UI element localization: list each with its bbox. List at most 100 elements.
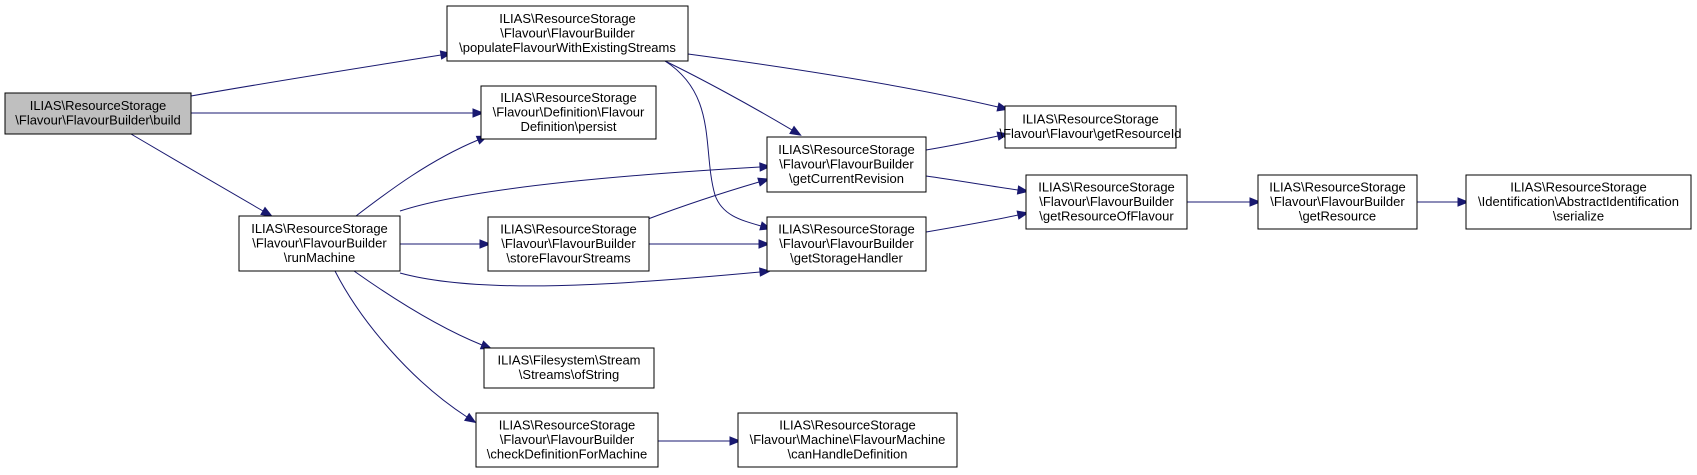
node-label-line: ILIAS\ResourceStorage <box>778 221 915 236</box>
node-box <box>480 85 657 140</box>
node-build[interactable]: ILIAS\ResourceStorage\Flavour\FlavourBui… <box>4 92 192 135</box>
node-label-line: ILIAS\ResourceStorage <box>778 142 915 157</box>
edge-getResourceOfFlavour-to-getResource <box>1186 197 1262 207</box>
node-checkDefinition[interactable]: ILIAS\ResourceStorage\Flavour\FlavourBui… <box>475 412 659 468</box>
edge-populate-to-getResourceId <box>687 53 1010 112</box>
node-box <box>766 136 927 193</box>
edge-runMachine-to-persist <box>355 135 489 217</box>
node-getResourceId[interactable]: ILIAS\ResourceStorage\Flavour\Flavour\ge… <box>999 105 1182 149</box>
arrowhead-icon <box>479 239 492 249</box>
node-label-line: ILIAS\ResourceStorage <box>499 417 636 432</box>
arrowhead-icon <box>757 177 770 187</box>
node-label-line: \Flavour\FlavourBuilder <box>1270 194 1405 209</box>
node-box <box>1257 174 1418 230</box>
node-label-line: \Flavour\FlavourBuilder\build <box>15 113 180 128</box>
node-label-line: \getCurrentRevision <box>789 171 904 186</box>
arrowhead-icon <box>729 436 742 446</box>
edge-build-to-populate <box>190 50 453 97</box>
node-getResourceOfFlavour[interactable]: ILIAS\ResourceStorage\Flavour\FlavourBui… <box>1025 174 1188 230</box>
edge-line <box>925 175 1019 191</box>
edge-line <box>334 270 468 418</box>
node-label-line: ILIAS\ResourceStorage <box>500 90 637 105</box>
node-getStorageHandler[interactable]: ILIAS\ResourceStorage\Flavour\FlavourBui… <box>766 216 927 272</box>
node-box <box>737 412 958 468</box>
node-label-line: \Flavour\FlavourBuilder <box>500 25 635 40</box>
node-box <box>766 216 927 272</box>
edge-getCurrentRevision-to-getResourceId <box>925 131 1010 151</box>
edge-line <box>355 139 479 217</box>
node-label-line: \Flavour\FlavourBuilder <box>1039 194 1174 209</box>
edge-line <box>925 214 1019 233</box>
node-label-line: Definition\persist <box>520 119 616 134</box>
node-label-line: \checkDefinitionForMachine <box>487 446 647 461</box>
node-label-line: ILIAS\ResourceStorage <box>499 11 636 26</box>
arrowhead-icon <box>1016 185 1030 195</box>
arrowhead-icon <box>759 162 772 172</box>
edge-line <box>190 54 442 97</box>
node-label-line: \Flavour\FlavourBuilder <box>779 156 914 171</box>
node-canHandle[interactable]: ILIAS\ResourceStorage\Flavour\Machine\Fl… <box>737 412 958 468</box>
edge-populate-to-getStorageHandler <box>664 60 772 231</box>
edge-build-to-persist <box>191 108 485 118</box>
node-getCurrentRevision[interactable]: ILIAS\ResourceStorage\Flavour\FlavourBui… <box>766 136 927 193</box>
edge-line <box>353 270 483 346</box>
arrowhead-icon <box>789 125 802 136</box>
node-label-line: \populateFlavourWithExistingStreams <box>459 40 676 55</box>
node-ofString[interactable]: ILIAS\Filesystem\Stream\Streams\ofString <box>483 347 655 389</box>
node-label-line: \canHandleDefinition <box>788 446 908 461</box>
edge-runMachine-to-checkDefinition <box>334 270 477 424</box>
node-label-line: \Streams\ofString <box>519 367 619 382</box>
node-label-line: \getResource <box>1299 208 1376 223</box>
edge-runMachine-to-getStorageHandler <box>399 267 772 287</box>
node-label-line: ILIAS\ResourceStorage <box>1269 179 1406 194</box>
node-label-line: ILIAS\ResourceStorage <box>500 221 637 236</box>
arrowhead-icon <box>1457 197 1470 207</box>
edge-getCurrentRevision-to-getResourceOfFlavour <box>925 175 1030 195</box>
node-label-line: \getStorageHandler <box>790 250 903 265</box>
arrowhead-icon <box>759 267 772 277</box>
node-label-line: ILIAS\ResourceStorage <box>30 98 167 113</box>
node-runMachine[interactable]: ILIAS\ResourceStorage\Flavour\FlavourBui… <box>238 215 401 272</box>
edge-runMachine-to-ofString <box>353 270 493 350</box>
node-label-line: \runMachine <box>284 250 356 265</box>
edge-line <box>925 135 999 151</box>
node-label-line: \Flavour\FlavourBuilder <box>500 432 635 447</box>
node-box <box>1025 174 1188 230</box>
node-storeFlavourStreams[interactable]: ILIAS\ResourceStorage\Flavour\FlavourBui… <box>487 216 650 272</box>
node-populate[interactable]: ILIAS\ResourceStorage\Flavour\FlavourBui… <box>446 5 689 62</box>
edge-populate-to-getCurrentRevision <box>664 60 802 136</box>
node-box <box>1004 105 1177 149</box>
edge-line <box>130 133 264 212</box>
arrowhead-icon <box>260 206 273 217</box>
node-box <box>1465 174 1692 230</box>
edge-getStorageHandler-to-getResourceOfFlavour <box>925 210 1030 233</box>
node-label-line: ILIAS\ResourceStorage <box>1510 179 1647 194</box>
edge-line <box>664 60 762 227</box>
node-persist[interactable]: ILIAS\ResourceStorage\Flavour\Definition… <box>480 85 657 140</box>
node-label-line: \storeFlavourStreams <box>506 250 631 265</box>
node-label-line: \Flavour\Definition\Flavour <box>493 104 645 119</box>
edge-line <box>664 60 793 131</box>
edge-line <box>399 166 761 212</box>
edge-getResource-to-serialize <box>1416 197 1470 207</box>
edge-line <box>687 53 999 108</box>
edge-storeFlavourStreams-to-getStorageHandler <box>648 239 771 249</box>
node-label-line: \Flavour\Machine\FlavourMachine <box>750 432 946 447</box>
node-label-line: ILIAS\Filesystem\Stream <box>497 353 640 368</box>
node-label-line: \Flavour\FlavourBuilder <box>252 235 387 250</box>
node-box <box>446 5 689 62</box>
node-serialize[interactable]: ILIAS\ResourceStorage\Identification\Abs… <box>1465 174 1692 230</box>
edge-runMachine-to-storeFlavourStreams <box>400 239 492 249</box>
node-box <box>238 215 401 272</box>
edge-line <box>399 271 761 287</box>
node-box <box>475 412 659 468</box>
node-label-line: ILIAS\ResourceStorage <box>779 417 916 432</box>
node-label-line: ILIAS\ResourceStorage <box>1022 112 1159 127</box>
nodes-layer: ILIAS\ResourceStorage\Flavour\FlavourBui… <box>4 5 1692 468</box>
node-getResource[interactable]: ILIAS\ResourceStorage\Flavour\FlavourBui… <box>1257 174 1418 230</box>
edge-runMachine-to-getCurrentRevision <box>399 162 772 212</box>
node-box <box>483 347 655 389</box>
arrowhead-icon <box>472 108 485 118</box>
edge-build-to-runMachine <box>130 133 273 217</box>
